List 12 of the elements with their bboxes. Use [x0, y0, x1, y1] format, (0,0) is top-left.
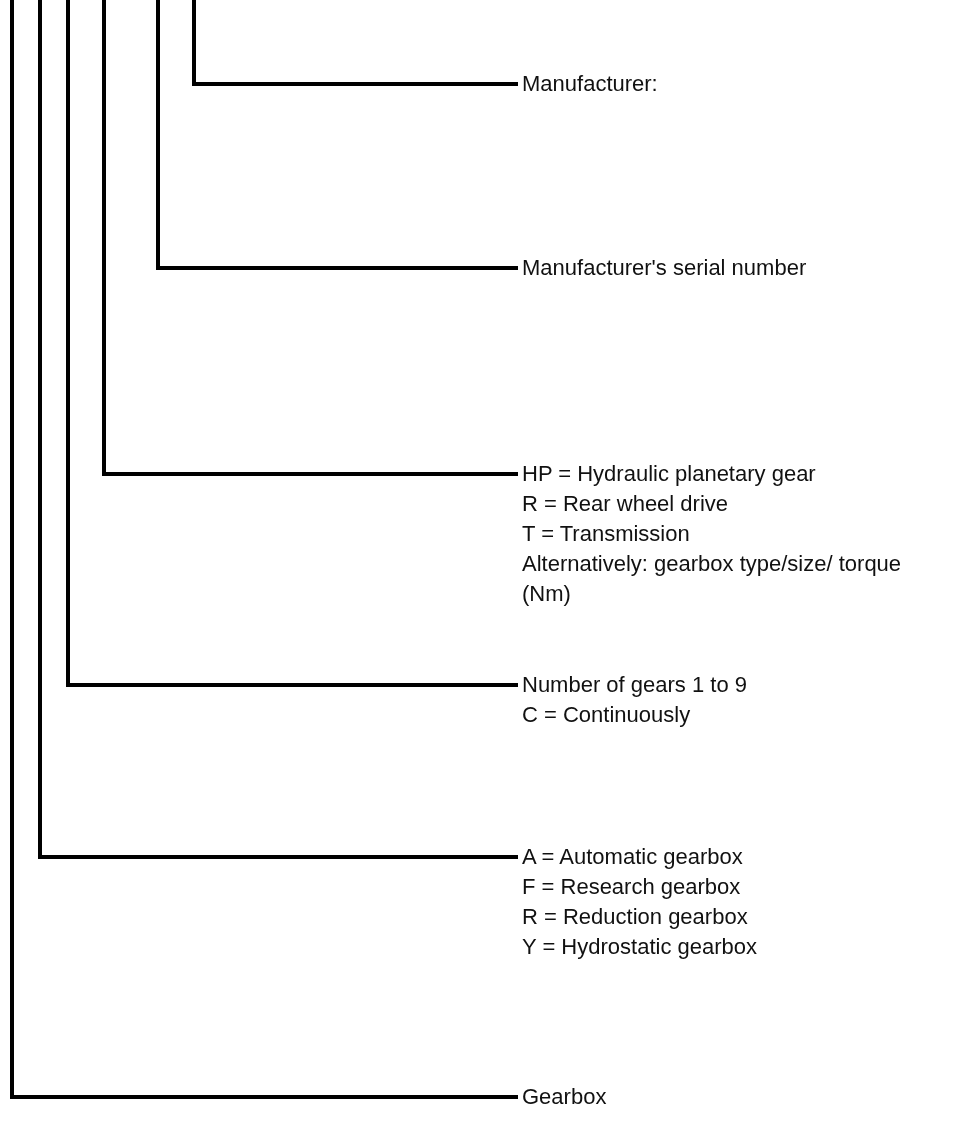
description-text: Manufacturer:: [522, 69, 952, 99]
leader-line: [66, 0, 518, 687]
leader-line: [156, 0, 518, 270]
leader-line: [102, 0, 518, 476]
description-text: HP = Hydraulic planetary gear R = Rear wheel drive T = Transmission Alternatively: gearbox type/size/ torque (Nm): [522, 459, 952, 609]
description-text: Gearbox: [522, 1082, 952, 1112]
leader-line: [10, 0, 518, 1099]
leader-line: [38, 0, 518, 859]
leader-line: [192, 0, 518, 86]
description-text: Manufacturer's serial number: [522, 253, 952, 283]
description-text: Number of gears 1 to 9 C = Continuously: [522, 670, 952, 730]
description-text: A = Automatic gearbox F = Research gearbox R = Reduction gearbox Y = Hydrostatic gearbox: [522, 842, 952, 962]
